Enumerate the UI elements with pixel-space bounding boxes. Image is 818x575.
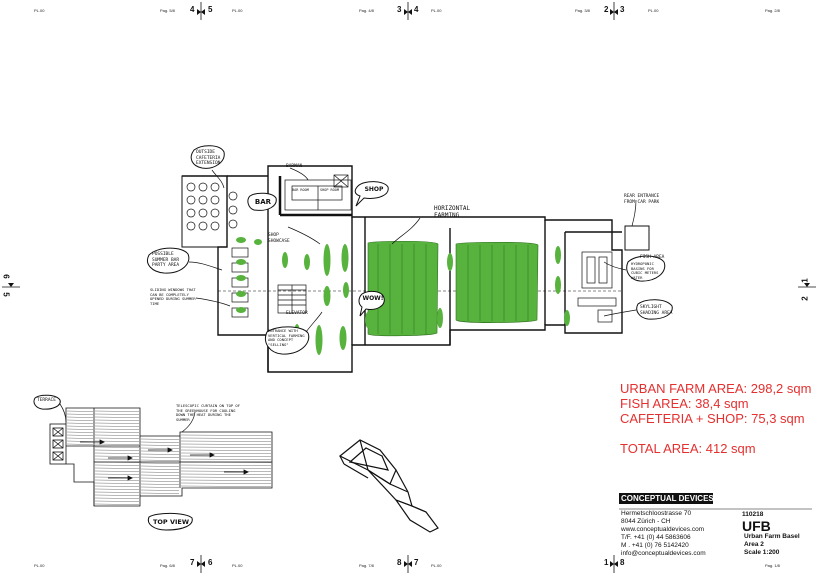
note-aquaponic: HYDROPONIC BASINS FOR CUBIC METERS WATER bbox=[631, 261, 659, 280]
sheet-mark: 3 bbox=[620, 5, 625, 14]
sheet-label: PL.00 bbox=[648, 8, 659, 13]
note-terrace: TERRACE bbox=[37, 398, 56, 403]
bubble-shop: SHOP bbox=[364, 186, 384, 193]
sheet-mark: 1 bbox=[604, 558, 609, 567]
note-telescopic-curtain: TELESCOPIC CURTAIN ON TOP OF THE GREENHO… bbox=[176, 403, 241, 422]
bubble-wow: WOW! bbox=[362, 295, 384, 302]
bubble-bar: BAR bbox=[254, 198, 272, 206]
company-email: info@conceptualdevices.com bbox=[621, 550, 706, 557]
note-outside-cafeteria: OUTSIDE CAFETERIA EXTENSION bbox=[196, 150, 221, 166]
note-bar-room: BAR ROOM bbox=[292, 188, 309, 192]
sheet-mark: 4 bbox=[414, 5, 419, 14]
sheet-label: Pag. 1/8 bbox=[765, 563, 780, 568]
note-skylight: SKYLIGHT SHADING AREA bbox=[640, 305, 673, 316]
project-code: UFB bbox=[742, 518, 771, 534]
sheet-label: PL.00 bbox=[232, 8, 243, 13]
project-scale: Scale 1:200 bbox=[744, 549, 780, 556]
sheet-mark: 4 bbox=[190, 5, 195, 14]
bubble-top-view: TOP VIEW bbox=[152, 518, 190, 526]
note-rear-entrance: REAR ENTRANCE FROM CAR PARK bbox=[624, 194, 660, 205]
area-cafeteria: CAFETERIA + SHOP: 75,3 sqm bbox=[620, 411, 805, 426]
sheet-label: PL.00 bbox=[232, 563, 243, 568]
note-shop-room: SHOP ROOM bbox=[320, 188, 339, 192]
project-area: Area 2 bbox=[744, 541, 764, 548]
sheet-mark: 5 bbox=[208, 5, 213, 14]
sheet-mark: 6 bbox=[208, 558, 213, 567]
sheet-label: PL.00 bbox=[431, 563, 442, 568]
company-mobile: M . +41 (0) 76 5142420 bbox=[621, 542, 689, 549]
sheet-label: PL.00 bbox=[431, 8, 442, 13]
sheet-mark: 8 bbox=[397, 558, 402, 567]
area-fish: FISH AREA: 38,4 sqm bbox=[620, 396, 749, 411]
sheet-label: Pag. 5/8 bbox=[160, 8, 175, 13]
area-total: TOTAL AREA: 412 sqm bbox=[620, 441, 756, 456]
note-horizontal-farming: HORIZONTAL FARMING bbox=[434, 205, 471, 219]
sheet-mark: 2 bbox=[604, 5, 609, 14]
note-possible-summer: POSSIBLE SUMMER BAR PARTY AREA bbox=[152, 252, 180, 268]
sheet-label: Pag. 2/8 bbox=[765, 8, 780, 13]
company-tel: T/F. +41 (0) 44 5863606 bbox=[621, 534, 691, 541]
sheet-label: PL.00 bbox=[34, 8, 45, 13]
project-name: Urban Farm Basel bbox=[744, 533, 800, 540]
note-shop-showcase: SHOP SHOWCASE bbox=[268, 233, 290, 244]
note-elevator: ELEVATOR bbox=[286, 311, 308, 316]
company-address-2: 8044 Zürich - CH bbox=[621, 518, 671, 525]
sheet-label: Pag. 4/8 bbox=[359, 8, 374, 13]
project-number: 110218 bbox=[742, 511, 764, 518]
sheet-mark: 8 bbox=[620, 558, 625, 567]
sheet-label: Pag. 6/8 bbox=[160, 563, 175, 568]
company-name: CONCEPTUAL DEVICES bbox=[621, 494, 714, 503]
note-sliding-windows: SLIDING WINDOWS THAT CAN BE COMPLETELY O… bbox=[150, 287, 196, 306]
company-web: www.conceptualdevices.com bbox=[621, 526, 705, 533]
note-barman: BARMAN bbox=[286, 164, 303, 169]
area-urban-farm: URBAN FARM AREA: 298,2 sqm bbox=[620, 381, 812, 396]
sheet-label: Pag. 3/8 bbox=[575, 8, 590, 13]
sheet-label: PL.00 bbox=[34, 563, 45, 568]
company-address-1: Hermetschloostrasse 70 bbox=[621, 510, 692, 517]
sheet-mark: 7 bbox=[190, 558, 195, 567]
sheet-label: Pag. 7/8 bbox=[359, 563, 374, 568]
sheet-mark: 7 bbox=[414, 558, 419, 567]
sheet-mark: 3 bbox=[397, 5, 402, 14]
note-fish-area: FISH AREA bbox=[640, 255, 665, 260]
note-entrance: ENTRANCE WITH VERTICAL FARMING AND CONCE… bbox=[268, 328, 305, 347]
